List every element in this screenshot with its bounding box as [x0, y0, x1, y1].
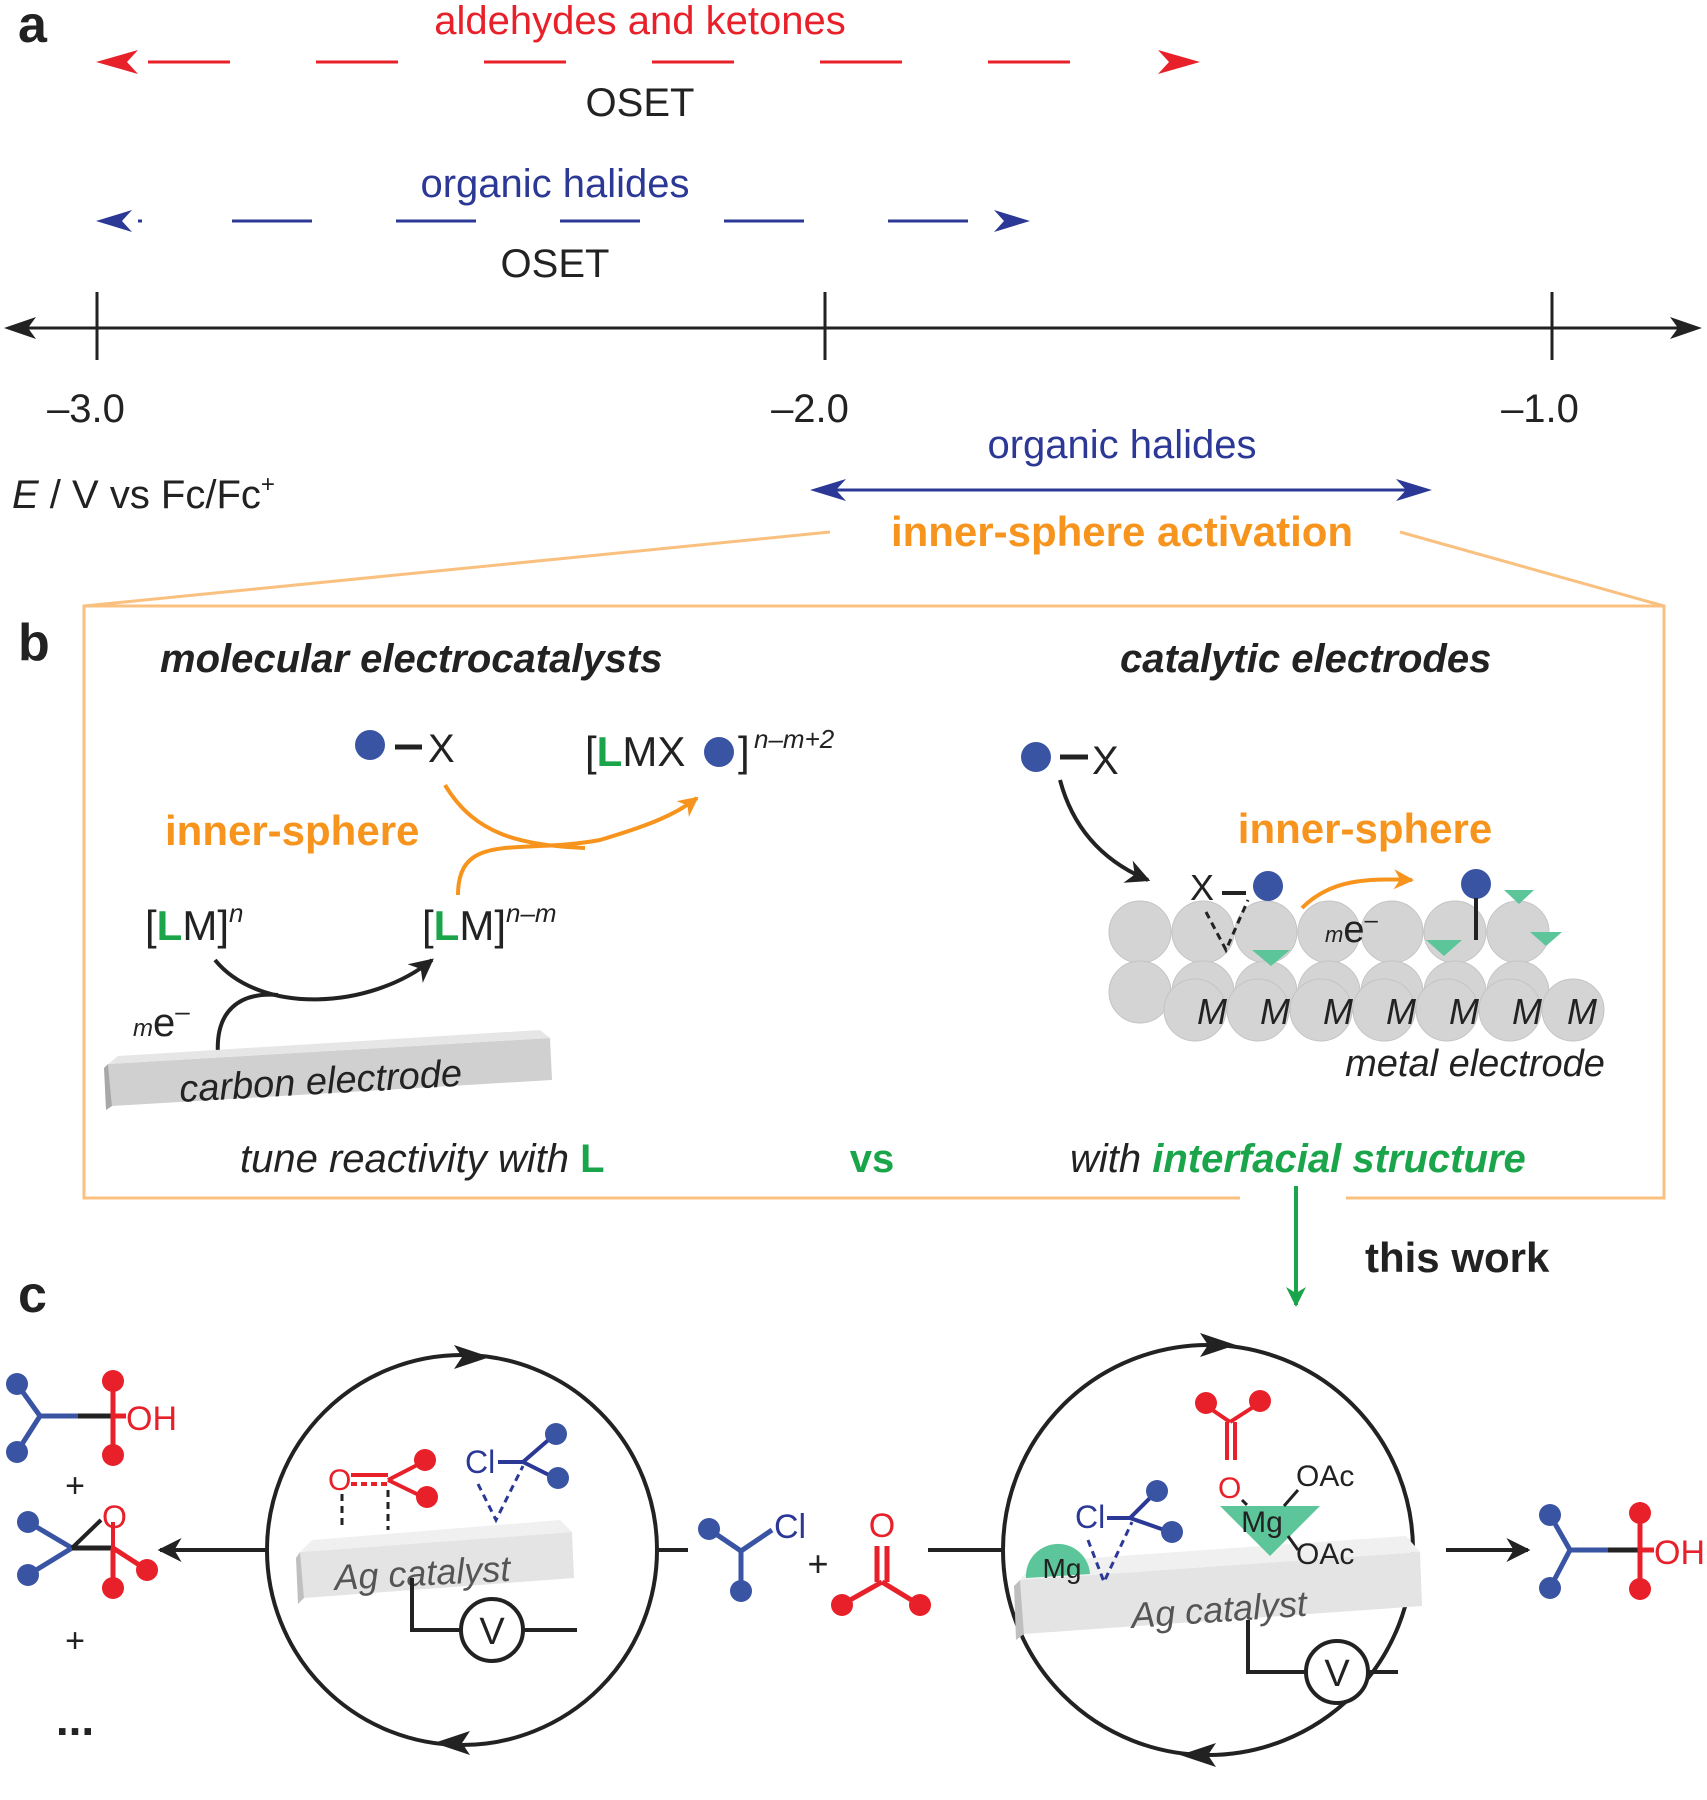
left-alkyl-chloride: [476, 1423, 569, 1524]
this-work-label: this work: [1365, 1234, 1550, 1281]
left-ag-slab: [296, 1520, 574, 1604]
adsorption-arrow: [1058, 779, 1151, 883]
inner-sphere-label-left: inner-sphere: [165, 807, 419, 854]
reactant-cl: Cl: [774, 1508, 806, 1546]
inner-range-arrow: [810, 479, 1432, 501]
potential-axis: [4, 292, 1702, 360]
teal-adsorbates: [1252, 890, 1562, 966]
product-bracket: ]: [738, 728, 750, 775]
red-range-mechanism: OSET: [586, 81, 695, 125]
interfacial-statement: with interfacial structure: [1070, 1137, 1526, 1181]
tick-label-neg1: –1.0: [1501, 387, 1579, 431]
right-voltmeter-v: V: [1324, 1653, 1350, 1695]
substrate-dot-right: [1021, 742, 1051, 772]
red-range-arrow: [96, 50, 1200, 74]
surface-x: X: [1190, 867, 1214, 908]
panel-label-c: c: [18, 1266, 47, 1324]
electron-transfer-arrow: [1300, 869, 1414, 910]
substrate-dot: [355, 730, 385, 760]
svg-text:M: M: [1260, 991, 1290, 1032]
blue-range-label: organic halides: [420, 162, 689, 206]
panel-label-a: a: [18, 0, 48, 54]
alcohol-product-right: [1539, 1502, 1654, 1600]
oac-top: OAc: [1296, 1460, 1354, 1493]
svg-text:M: M: [1449, 991, 1479, 1032]
carbon-electrode: [104, 1030, 552, 1110]
electron-arrow-tail: [215, 992, 279, 1056]
right-voltmeter-circuit: [1246, 1620, 1398, 1705]
inner-range-label: organic halides: [987, 423, 1256, 467]
blue-range-mechanism: OSET: [501, 242, 610, 286]
svg-text:M: M: [1386, 991, 1416, 1032]
left-voltmeter-v: V: [479, 1611, 505, 1653]
red-range-label: aldehydes and ketones: [434, 0, 845, 43]
left-voltmeter-circuit: [410, 1578, 577, 1663]
alcohol-oh-right: OH: [1654, 1534, 1705, 1572]
product-dot: [704, 737, 734, 767]
catalytic-electrodes-title: catalytic electrodes: [1120, 637, 1491, 681]
plus-1: +: [65, 1467, 85, 1505]
reduction-arrow: [213, 958, 434, 1002]
mg-surface-label: Mg: [1043, 1553, 1082, 1584]
axis-title: E / V vs Fc/Fc+: [12, 471, 275, 517]
right-carbonyl-o: O: [1218, 1472, 1241, 1505]
right-cl: Cl: [1075, 1499, 1105, 1535]
svg-text:M: M: [1567, 991, 1597, 1032]
inner-sphere-arrow: [456, 796, 699, 896]
vs-label: vs: [850, 1137, 895, 1181]
blue-range-arrow: [96, 210, 1030, 232]
electrons-left: me–: [133, 996, 190, 1045]
product-charge: n–m+2: [754, 724, 835, 754]
ellipsis: ...: [56, 1693, 94, 1745]
alcohol-oh-left: OH: [126, 1400, 177, 1438]
inner-sphere-arrow-substrate: [443, 783, 586, 850]
molecular-electrocatalysts-title: molecular electrocatalysts: [160, 637, 662, 681]
left-carbonyl: [340, 1449, 438, 1530]
mg-complex-label: Mg: [1241, 1506, 1283, 1539]
mg-complex-triangle: [1220, 1506, 1320, 1556]
substrate-x-right: X: [1092, 739, 1119, 783]
surface-product-dot: [1461, 869, 1491, 899]
electrons-right: me–: [1325, 907, 1378, 951]
reactant-plus: +: [807, 1543, 828, 1584]
right-carbonyl: [1195, 1390, 1271, 1460]
oac-bottom: OAc: [1296, 1538, 1354, 1571]
mg-surface-dome: [1025, 1543, 1090, 1578]
tune-statement: tune reactivity with L: [240, 1137, 605, 1181]
metal-electrode-label: metal electrode: [1345, 1043, 1605, 1085]
surface-binding-dash: [1204, 899, 1250, 954]
inner-sphere-label-right: inner-sphere: [1238, 805, 1492, 852]
left-carbonyl-o: O: [328, 1464, 351, 1497]
metal-atom-labels: M M M M M M M: [1197, 991, 1597, 1032]
epoxide-o: O: [102, 1499, 127, 1535]
plus-2: +: [65, 1622, 85, 1660]
reactant-o: O: [869, 1507, 895, 1545]
oac2-bond: [1286, 1535, 1300, 1551]
product-complex: [LMX: [585, 728, 685, 775]
left-ag-label: Ag catalyst: [331, 1548, 513, 1598]
complex-lm-n: [LM]n: [145, 898, 243, 949]
tick-label-neg2: –2.0: [771, 387, 849, 431]
zoom-box: [82, 530, 1666, 1200]
svg-text:M: M: [1512, 991, 1542, 1032]
svg-text:M: M: [1197, 991, 1227, 1032]
surface-substrate-dot: [1253, 871, 1283, 901]
reactant-alkyl-chloride: [698, 1518, 774, 1602]
svg-text:M: M: [1323, 991, 1353, 1032]
epoxide-product: [17, 1511, 158, 1599]
alcohol-product-left: [6, 1370, 126, 1466]
panel-label-b: b: [18, 614, 50, 672]
right-ag-slab: [1014, 1536, 1422, 1640]
metal-spheres: [1108, 900, 1605, 1042]
inner-range-mechanism: inner-sphere activation: [891, 508, 1353, 555]
right-alkyl-chloride: [1086, 1480, 1183, 1586]
left-cl: Cl: [465, 1444, 495, 1480]
reactant-ketone: [831, 1546, 931, 1616]
oac1-bond: [1282, 1489, 1300, 1507]
substrate-x: X: [428, 727, 455, 771]
tick-label-neg3: –3.0: [47, 387, 125, 431]
complex-lm-n-m: [LM]n–m: [422, 898, 557, 949]
